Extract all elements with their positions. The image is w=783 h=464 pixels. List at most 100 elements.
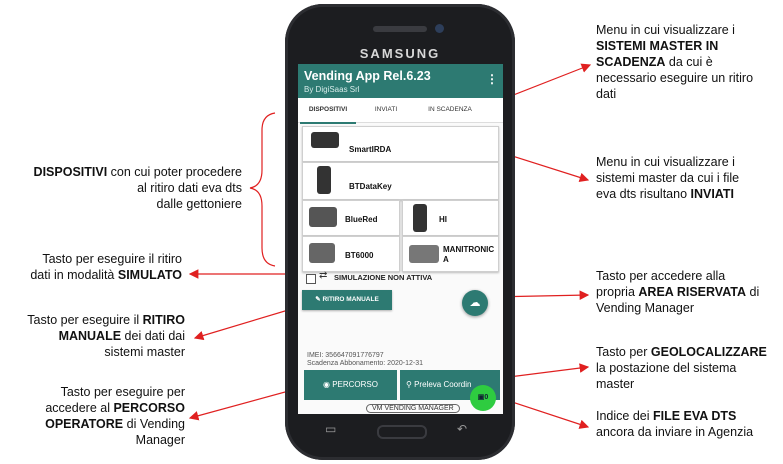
ann-text: la postazione del sistema — [596, 361, 737, 375]
ann-text: sistemi master — [104, 345, 185, 359]
annotation-dispositivi: DISPOSITIVI con cui poter procedere al r… — [2, 164, 242, 212]
imei-text: IMEI: 356647091776797 — [307, 352, 384, 359]
ann-bold: OPERATORE — [45, 417, 124, 431]
ann-text: Manager — [135, 433, 185, 447]
tab-bar: DISPOSITIVI INVIATI IN SCADENZA — [298, 98, 503, 124]
cloud-upload-icon[interactable]: ☁ — [462, 290, 488, 316]
annotation-simulato: Tasto per eseguire il ritiro dati in mod… — [2, 251, 182, 283]
ann-text: Tasto per eseguire per — [60, 385, 185, 399]
ann-text: al ritiro dati eva dts — [137, 181, 242, 195]
ann-text: Menu in cui visualizzare i — [596, 155, 735, 169]
vending-manager-logo: VM VENDING MANAGER — [366, 404, 460, 413]
app-bar: Vending App Rel.6.23 By DigiSaas Srl ⋮ — [298, 64, 503, 98]
ann-bold: INVIATI — [690, 187, 735, 201]
ann-text: necessario eseguire un ritiro — [596, 71, 754, 85]
ann-text: Menu in cui visualizzare i — [596, 23, 735, 37]
phone-nav-bar: ▭ ↶ — [285, 422, 515, 442]
simulation-checkbox[interactable] — [306, 274, 316, 284]
tab-dispositivi[interactable]: DISPOSITIVI — [300, 98, 356, 124]
ann-bold: RITIRO — [142, 313, 185, 327]
device-label: MANITRONIC — [443, 245, 495, 254]
device-label: SmartIRDA — [349, 145, 392, 154]
irda-reader-icon — [311, 132, 339, 148]
ann-bold: FILE EVA DTS — [652, 409, 737, 423]
ann-text: dei dati dai — [121, 329, 185, 343]
annotation-ritiro: Tasto per eseguire il RITIRO MANUALE dei… — [2, 312, 185, 360]
device-label: HI — [439, 215, 447, 224]
dispositivi-brace — [249, 112, 276, 267]
ann-text: di Vending — [123, 417, 185, 431]
app-title: Vending App Rel.6.23 — [304, 69, 431, 83]
ann-text: dalle gettoniere — [156, 197, 242, 211]
percorso-label: PERCORSO — [332, 380, 378, 389]
annotation-geo: Tasto per GEOLOCALIZZARE la postazione d… — [596, 344, 781, 392]
ann-text: con cui poter procedere — [107, 165, 242, 179]
device-label: A — [443, 255, 449, 264]
device-card-manitronica[interactable]: MANITRONIC A — [402, 236, 499, 272]
datakey-device-icon — [317, 166, 331, 194]
recent-apps-icon[interactable]: ↶ — [457, 422, 468, 436]
ann-bold: PERCORSO — [113, 401, 185, 415]
back-icon[interactable]: ▭ — [325, 422, 337, 436]
ann-text: Tasto per — [596, 345, 651, 359]
annotation-percorso: Tasto per eseguire per accedere al PERCO… — [2, 384, 185, 448]
annotation-inviati: Menu in cui visualizzare i sistemi maste… — [596, 154, 781, 202]
annotation-scadenza: Menu in cui visualizzare i SISTEMI MASTE… — [596, 22, 781, 102]
app-subtitle: By DigiSaas Srl — [304, 85, 360, 94]
speaker-grille — [373, 26, 427, 32]
device-card-bluered[interactable]: BlueRed — [302, 200, 400, 236]
phone-brand: SAMSUNG — [359, 46, 441, 61]
ann-text: Tasto per eseguire il ritiro — [42, 252, 182, 266]
ann-text: dati in modalità — [30, 268, 118, 282]
ann-text: Indice dei — [596, 409, 653, 423]
ritiro-manuale-label: RITIRO MANUALE — [322, 296, 379, 303]
swap-icon: ⇄ — [319, 270, 328, 281]
ann-bold: AREA RISERVATA — [638, 285, 747, 299]
ann-text: ancora da inviare in Agenzia — [596, 425, 754, 439]
hi-device-icon — [413, 204, 427, 232]
front-camera — [435, 24, 444, 33]
tab-inviati[interactable]: INVIATI — [374, 106, 398, 113]
device-card-hi[interactable]: HI — [402, 200, 499, 236]
ann-text: eva dts risultano — [596, 187, 691, 201]
ann-bold: GEOLOCALIZZARE — [650, 345, 767, 359]
manitronica-device-icon — [409, 245, 439, 263]
ritiro-manuale-button[interactable]: ✎ RITIRO MANUALE — [302, 290, 392, 310]
ann-text: master — [596, 377, 635, 391]
ann-text: di — [746, 285, 760, 299]
ann-bold: SIMULATO — [117, 268, 182, 282]
bt6000-device-icon — [309, 243, 335, 263]
subscription-expiry-text: Scadenza Abbonamento: 2020-12-31 — [307, 360, 423, 367]
device-label: BlueRed — [345, 215, 378, 224]
ann-text: propria — [596, 285, 639, 299]
eva-pending-badge[interactable]: ▣0 — [470, 385, 496, 411]
device-label: BTDataKey — [349, 182, 392, 191]
ann-text: sistemi master da cui i file — [596, 171, 740, 185]
annotation-eva: Indice dei FILE EVA DTS ancora da inviar… — [596, 408, 781, 440]
device-card-bt6000[interactable]: BT6000 — [302, 236, 400, 272]
bluered-device-icon — [309, 207, 337, 227]
percorso-button[interactable]: ◉ PERCORSO — [304, 370, 397, 400]
home-button[interactable] — [377, 425, 427, 439]
preleva-coordinate-label: Preleva Coordin — [414, 380, 472, 389]
phone-frame: SAMSUNG Vending App Rel.6.23 By DigiSaas… — [285, 4, 515, 460]
eva-pending-count: 0 — [484, 394, 489, 401]
ann-bold: SISTEMI MASTER IN — [596, 39, 719, 53]
ann-text: accedere al — [45, 401, 114, 415]
ann-text: Tasto per eseguire il — [27, 313, 143, 327]
device-label: BT6000 — [345, 251, 374, 260]
ann-bold: MANUALE — [58, 329, 122, 343]
device-card-smartirda[interactable]: SmartIRDA — [302, 126, 499, 162]
app-screen: Vending App Rel.6.23 By DigiSaas Srl ⋮ D… — [298, 64, 503, 414]
ann-text: Vending Manager — [596, 301, 694, 315]
kebab-icon[interactable]: ⋮ — [486, 72, 498, 86]
ann-text: Tasto per accedere alla — [596, 269, 726, 283]
ann-bold: DISPOSITIVI — [33, 165, 108, 179]
device-card-btdatakey[interactable]: BTDataKey — [302, 162, 499, 200]
ann-text: dati — [596, 87, 617, 101]
ann-bold: SCADENZA — [596, 55, 666, 69]
ann-text: da cui è — [665, 55, 713, 69]
simulation-label: SIMULAZIONE NON ATTIVA — [334, 273, 433, 282]
annotation-area: Tasto per accedere alla propria AREA RIS… — [596, 268, 781, 316]
tab-in-scadenza[interactable]: IN SCADENZA — [428, 106, 472, 113]
